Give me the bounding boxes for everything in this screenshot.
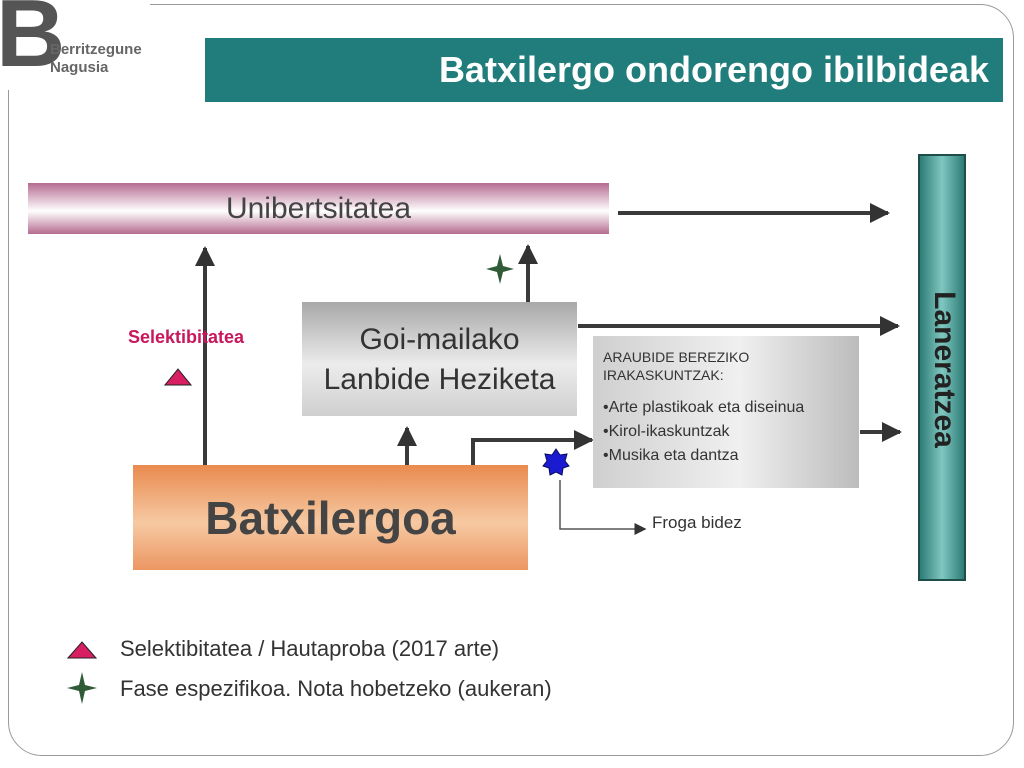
slide-frame bbox=[8, 4, 1014, 756]
frame-mask bbox=[0, 0, 150, 90]
badge-icon bbox=[542, 448, 570, 476]
node-batxilergoa: Batxilergoa bbox=[133, 465, 528, 570]
araubide-list: Arte plastikoak eta diseinua Kirol-ikask… bbox=[603, 396, 859, 468]
node-goi-mailako: Goi-mailako Lanbide Heziketa bbox=[302, 302, 577, 416]
legend-triangle-icon bbox=[66, 641, 98, 659]
star-icon bbox=[486, 254, 514, 284]
goi-line1: Goi-mailako bbox=[359, 323, 520, 356]
page-title: Batxilergo ondorengo ibilbideak bbox=[205, 38, 1003, 102]
araubide-item: Kirol-ikaskuntzak bbox=[603, 420, 859, 444]
araubide-item: Musika eta dantza bbox=[603, 444, 859, 468]
araubide-title-1: ARAUBIDE BEREZIKO bbox=[603, 349, 750, 365]
araubide-title-2: IRAKASKUNTZAK: bbox=[603, 367, 724, 383]
legend-text-2: Fase espezifikoa. Nota hobetzeko (aukera… bbox=[120, 676, 552, 701]
selektibitatea-label: Selektibitatea bbox=[128, 327, 245, 347]
legend-star-icon bbox=[67, 672, 97, 704]
logo: B Berritzegune Nagusia bbox=[0, 0, 160, 87]
froga-label: Froga bidez bbox=[652, 513, 742, 532]
arrow-batx-arau bbox=[471, 430, 594, 465]
goi-line2: Lanbide Heziketa bbox=[323, 363, 556, 396]
logo-line1: Berritzegune bbox=[50, 41, 142, 58]
node-araubide: ARAUBIDE BEREZIKO IRAKASKUNTZAK: Arte pl… bbox=[593, 336, 859, 488]
araubide-item: Arte plastikoak eta diseinua bbox=[603, 396, 859, 420]
triangle-icon bbox=[163, 368, 193, 386]
logo-line2: Nagusia bbox=[50, 59, 109, 76]
laneratzea-label: Laneratzea bbox=[928, 291, 961, 448]
logo-letter: B bbox=[0, 0, 66, 87]
arrow-froga bbox=[559, 480, 647, 535]
node-unibertsitatea: Unibertsitatea bbox=[28, 183, 609, 234]
node-laneratzea: Laneratzea bbox=[918, 154, 966, 581]
legend-text-1: Selektibitatea / Hautaproba (2017 arte) bbox=[120, 636, 500, 661]
